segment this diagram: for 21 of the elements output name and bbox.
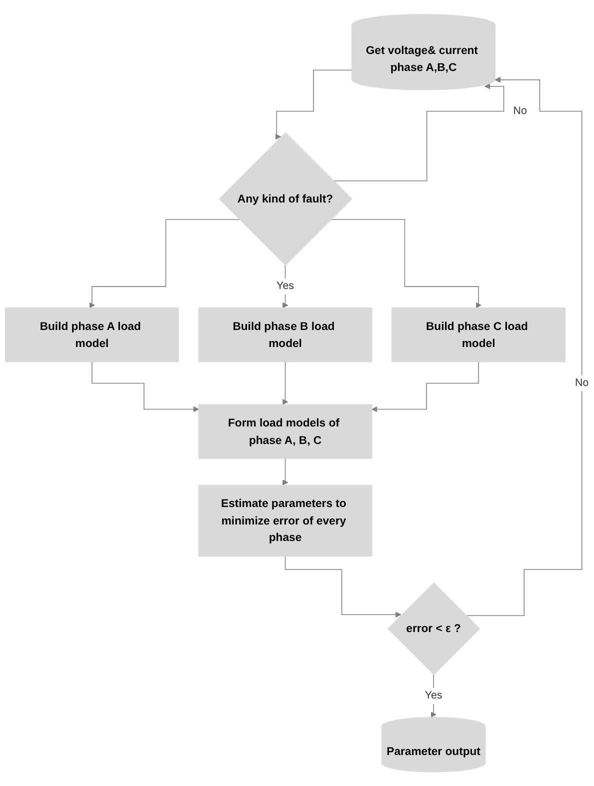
arrow [333, 83, 504, 182]
arrow [89, 219, 240, 308]
node-box: Form load models of phase A, B, C [198, 404, 372, 459]
edge-label: Yes [424, 690, 442, 702]
node-diamond: error < ε ? [388, 582, 480, 675]
node-box: Build phase C load model [392, 307, 566, 362]
arrow [466, 76, 582, 616]
node-box: Build phase B load model [198, 307, 372, 362]
node-box: Build phase A load model [5, 307, 179, 362]
arrow [282, 361, 288, 405]
arrow [92, 361, 199, 412]
arrow [330, 219, 482, 308]
arrow [275, 70, 352, 140]
edge-label: Yes [276, 280, 294, 292]
node-box: Estimate parameters to minimize error of every phase [198, 484, 372, 556]
arrow [372, 361, 479, 412]
arrow [284, 556, 402, 618]
edge-label: No [575, 377, 589, 388]
arrow [282, 458, 288, 486]
node-diamond: Any kind of fault? [218, 132, 352, 266]
edge-label: No [513, 105, 527, 116]
